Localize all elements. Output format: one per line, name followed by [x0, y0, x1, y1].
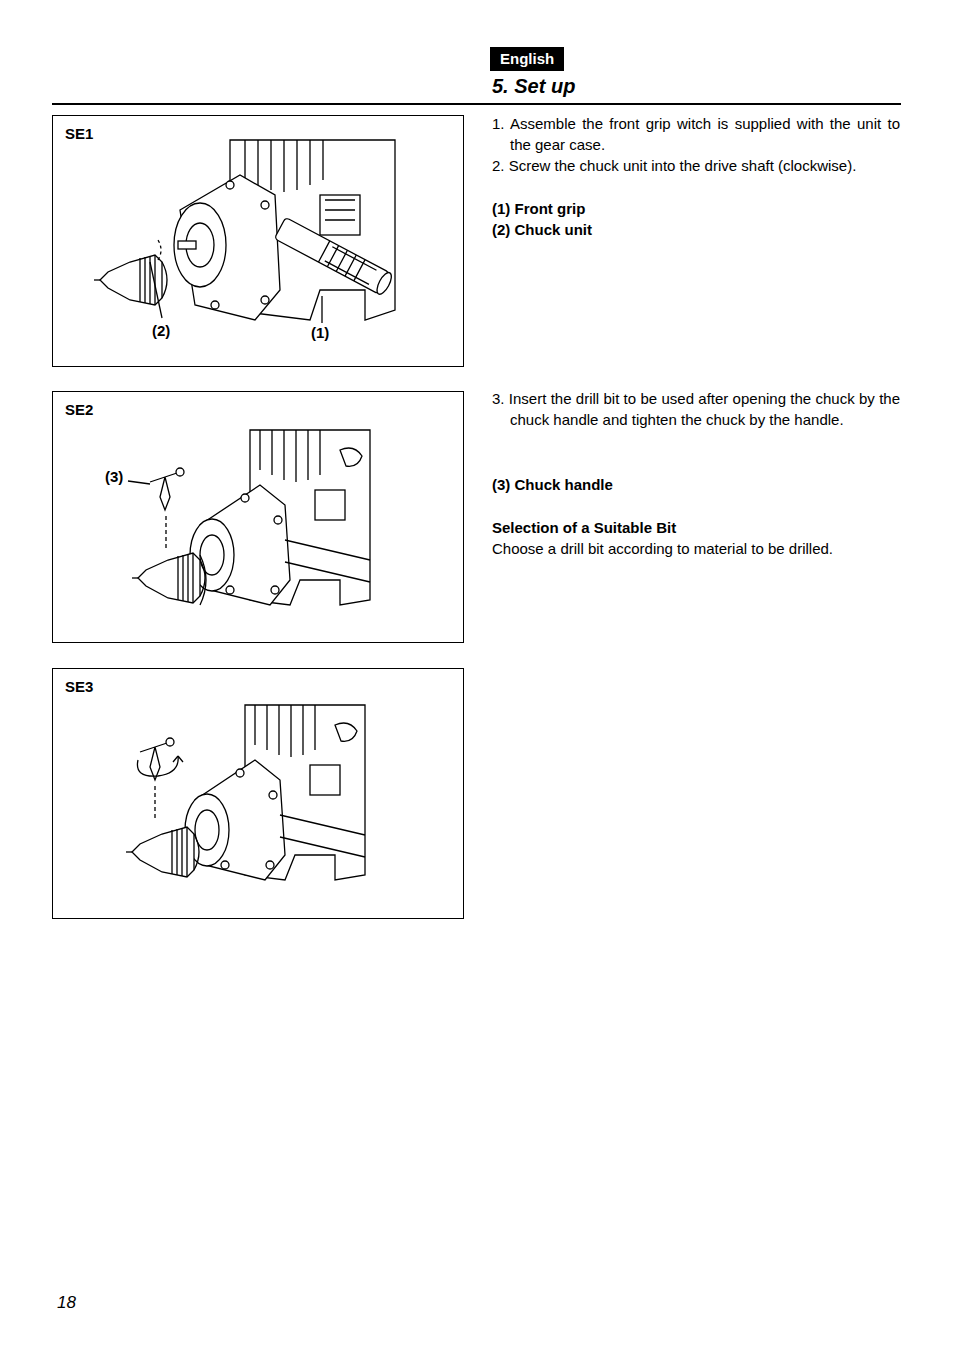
part-name: (1) Front grip [492, 198, 900, 219]
figure-box: SE2 (3) [52, 391, 464, 643]
instruction-step: 2. Screw the chuck unit into the drive s… [492, 155, 900, 176]
page-number: 18 [57, 1292, 117, 1313]
callout-number: (3) [105, 468, 123, 485]
language-label: English [500, 50, 554, 67]
part-name: (3) Chuck handle [492, 474, 900, 495]
header-rule [52, 103, 901, 105]
instruction-step: 3. Insert the drill bit to be used after… [492, 388, 900, 430]
leader-line [150, 262, 162, 318]
callout-number: (1) [311, 324, 329, 341]
se3-illustration [126, 705, 365, 880]
language-tag: English [490, 47, 564, 71]
se1-illustration [94, 140, 395, 323]
figure-label: SE1 [65, 125, 93, 142]
part-name: (2) Chuck unit [492, 219, 900, 240]
instruction-step: 1. Assemble the front grip witch is supp… [492, 113, 900, 155]
leader-line [321, 296, 322, 323]
se2-illustration [128, 430, 370, 605]
figure-label: SE3 [65, 678, 93, 695]
figure-box: SE1 (2) (1) [52, 115, 464, 367]
callout-number: (2) [152, 322, 170, 339]
leader-line [128, 481, 150, 484]
body-text: Choose a drill bit according to material… [492, 538, 900, 559]
figure-label: SE2 [65, 401, 93, 418]
section-heading: Selection of a Suitable Bit [492, 517, 900, 538]
figure-box: SE3 [52, 668, 464, 919]
page-title: 5. Set up [492, 75, 575, 98]
